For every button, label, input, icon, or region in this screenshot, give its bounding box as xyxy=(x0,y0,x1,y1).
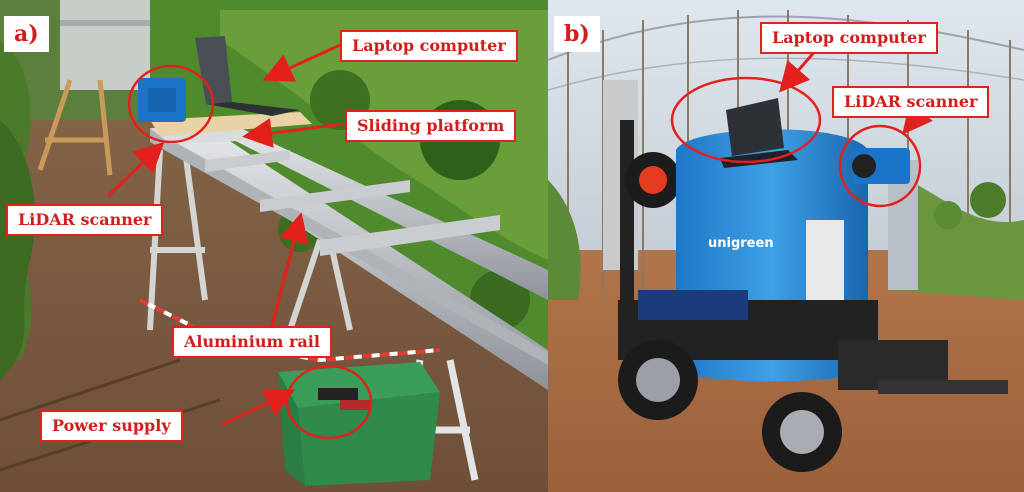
lidar-scanner-label: LiDAR scanner xyxy=(832,86,990,118)
power-supply-label: Power supply xyxy=(40,410,183,442)
panel-b-letter: b) xyxy=(554,16,600,52)
tank-brand-text: unigreen xyxy=(708,236,774,251)
aluminium-rail-label: Aluminium rail xyxy=(172,326,332,358)
laptop-computer-label: Laptop computer xyxy=(340,30,518,62)
panel-a-letter: a) xyxy=(4,16,49,52)
sprayer-vehicle-photo xyxy=(548,0,1024,492)
panel-a-photo: a) Laptop computer Sliding platform LiDA… xyxy=(0,0,548,492)
panel-b-photo: b) Laptop computer LiDAR scanner unigree… xyxy=(548,0,1024,492)
laptop-computer-label: Laptop computer xyxy=(760,22,938,54)
sliding-platform-label: Sliding platform xyxy=(345,110,517,142)
lidar-scanner-label: LiDAR scanner xyxy=(6,204,164,236)
